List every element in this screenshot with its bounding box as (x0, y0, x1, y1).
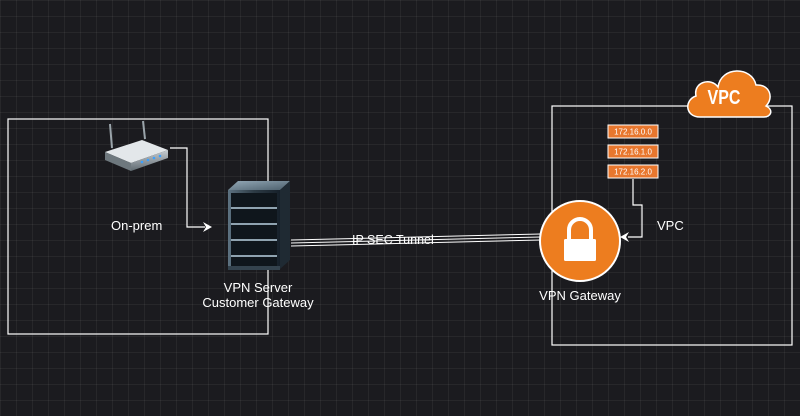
subnet-stack: 172.16.0.0 172.16.1.0 172.16.2.0 (607, 124, 659, 179)
subnet-label: 172.16.0.0 (614, 128, 652, 137)
onprem-label: On-prem (111, 218, 163, 233)
tunnel-label: IP SEC Tunnel (352, 233, 434, 247)
subnet-label: 172.16.1.0 (614, 148, 652, 157)
router-to-server-connector (170, 147, 212, 232)
server-rack-icon[interactable] (228, 181, 290, 270)
subnet-box[interactable]: 172.16.2.0 (607, 164, 659, 179)
subnet-label: 172.16.2.0 (614, 168, 652, 177)
vpn-server-label-line1: VPN Server (223, 280, 293, 295)
vpc-label: VPC (657, 218, 684, 233)
vpc-badge-label: VPC (707, 87, 741, 109)
ipsec-tunnel-connector[interactable] (290, 233, 542, 247)
subnet-box[interactable]: 172.16.1.0 (607, 144, 659, 159)
cloud-icon[interactable] (687, 70, 772, 118)
vpn-gateway-label: VPN Gateway (539, 288, 621, 303)
lock-icon[interactable] (539, 200, 621, 282)
vpn-server-label-line2: Customer Gateway (202, 295, 314, 310)
router-icon[interactable] (105, 120, 168, 171)
subnets-to-gateway-connector (620, 179, 643, 242)
subnet-box[interactable]: 172.16.0.0 (607, 124, 659, 139)
vpn-server-label: VPN Server Customer Gateway (186, 280, 330, 310)
